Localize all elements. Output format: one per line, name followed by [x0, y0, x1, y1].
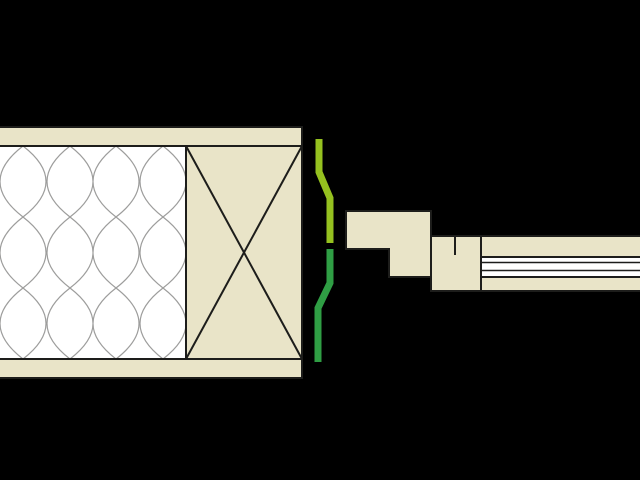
glazing-panel [480, 235, 640, 292]
sealing-tapes [314, 139, 334, 362]
timber-stud [185, 145, 303, 360]
sealing-tape-top [315, 139, 334, 243]
window-frame [345, 210, 640, 292]
wall-top-board [0, 126, 303, 147]
frame-jamb [345, 210, 432, 278]
glazing-top-skin [480, 235, 640, 258]
timber-stud-diagonal-2 [185, 145, 303, 360]
sealing-tape-bottom [314, 249, 334, 362]
wall-bottom-board [0, 358, 303, 379]
wall-section [0, 126, 303, 379]
glazing-bottom-skin [480, 276, 640, 292]
